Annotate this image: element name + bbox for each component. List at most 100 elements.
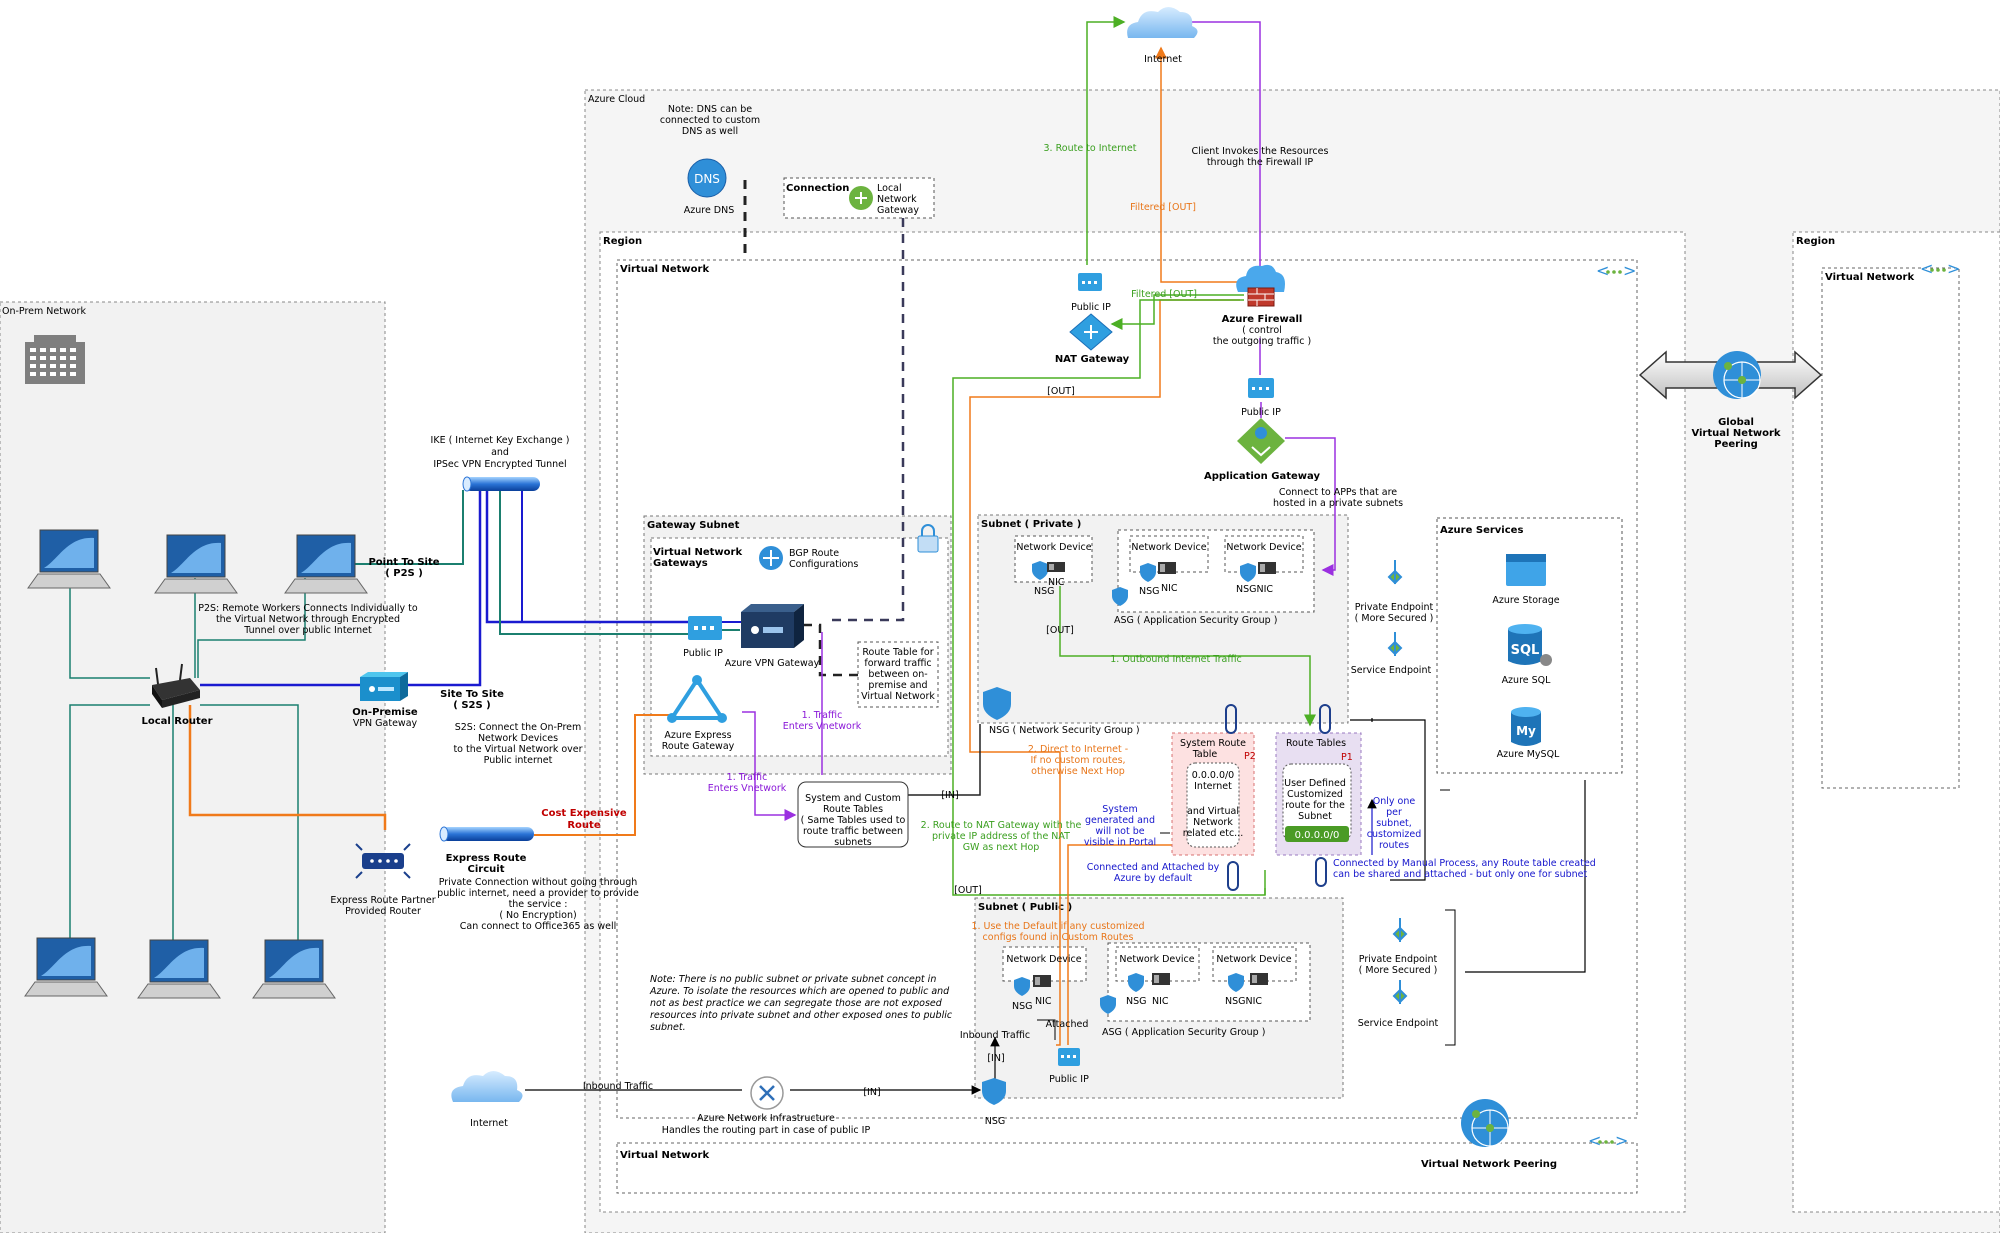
network-device-label: Network Device: [1131, 542, 1206, 553]
direct-internet-label: If no custom routes,: [1030, 755, 1125, 766]
nsg-label: NSG: [1012, 1001, 1033, 1012]
svg-text:>: >: [1615, 1131, 1628, 1150]
svg-text:<: <: [1596, 261, 1609, 280]
route-nat-label: GW as next Hop: [963, 842, 1040, 853]
public-note-line: Azure. To isolate the resources which ar…: [649, 986, 950, 997]
application-gateway: Application Gateway: [1204, 418, 1320, 482]
global-peering-label: Virtual Network: [1691, 428, 1780, 439]
link-icon: [1225, 704, 1237, 734]
nic-icon: [1250, 973, 1268, 985]
express-route-note: Private Connection without going through: [439, 877, 638, 888]
asg-label: ASG ( Application Security Group ): [1114, 615, 1277, 626]
filtered-out-label: Filtered [OUT]: [1131, 289, 1197, 300]
private-endpoint-label: Private Endpoint: [1355, 602, 1434, 613]
public-note: Note: There is no public subnet or priva…: [649, 974, 953, 1033]
router-icon: [152, 663, 200, 708]
cloud-icon: [1127, 7, 1198, 38]
ipsec-tunnel-pipe: [462, 476, 540, 492]
private-endpoint-label: ( More Secured ): [1359, 965, 1438, 976]
p2s-label: Point To Site: [368, 557, 439, 568]
appgw-note: hosted in a private subnets: [1273, 498, 1403, 509]
azure-dns: Note: DNS can be connected to custom DNS…: [660, 104, 760, 216]
application-gateway-label: Application Gateway: [1204, 471, 1320, 482]
nsg-label: NSG: [1126, 996, 1147, 1007]
storage-icon: [1506, 554, 1546, 586]
gw-public-ip-label: Public IP: [683, 648, 723, 659]
sql-icon-text: SQL: [1511, 643, 1540, 658]
vpn-gateway-icon: [360, 672, 408, 701]
system-custom-rt-text: Route Tables: [823, 804, 883, 815]
only-one-line: routes: [1379, 840, 1409, 851]
azure-dns-label: Azure DNS: [684, 205, 735, 216]
express-route-note: ( No Encryption): [499, 910, 576, 921]
firewall-icon: [1236, 264, 1285, 307]
private-endpoint-icon: [1387, 560, 1403, 585]
azure-vpn-gateway: Azure VPN Gateway: [725, 604, 820, 669]
vng-label-2: Gateways: [653, 558, 708, 569]
public-network-devices: Network Device Network Device Network De…: [1006, 954, 1291, 1038]
ipsec-label: and: [491, 447, 509, 458]
nic-label: NIC: [1161, 583, 1178, 594]
outbound-internet-label: 1. Outbound Internet Traffic: [1110, 654, 1242, 665]
laptop-icon: [252, 939, 336, 999]
cloud-icon: [451, 1071, 523, 1102]
global-peering-label: Peering: [1714, 439, 1758, 450]
subnet-private-label: Subnet ( Private ): [981, 519, 1081, 530]
network-device-label: Network Device: [1226, 542, 1301, 553]
p2s-note: Tunnel over public Internet: [243, 625, 372, 636]
route-nat-label: private IP address of the NAT: [932, 831, 1070, 842]
system-route-table: System Route Table P2 0.0.0.0/0 Internet…: [1171, 704, 1256, 891]
subnet-private-container: Subnet ( Private ): [977, 514, 1349, 724]
lng-line: Local: [877, 183, 902, 194]
dns-note-line: connected to custom: [660, 115, 760, 126]
nsg-shield-icon: [1228, 973, 1244, 992]
route-table-fwd-text: Route Table for: [862, 647, 933, 658]
udr-line: User Defined: [1284, 778, 1346, 789]
mysql-icon-text: My: [1516, 724, 1536, 738]
network-device-label: Network Device: [1006, 954, 1081, 965]
dns-icon-text: DNS: [694, 172, 720, 186]
express-route-gateway-label: Azure Express: [664, 730, 731, 741]
express-route-note: the service :: [509, 899, 568, 910]
p2s-label: ( P2S ): [385, 568, 423, 579]
azure-mysql-label: Azure MySQL: [1497, 749, 1560, 760]
vnet-icon: < >: [1920, 259, 1960, 278]
bgp-route: BGP Route Configurations: [759, 546, 858, 570]
local-router-label: Local Router: [141, 716, 212, 727]
link-icon: [1319, 704, 1331, 734]
service-endpoint-label: Service Endpoint: [1358, 1018, 1439, 1029]
public-ip-appgw: Public IP: [1241, 378, 1281, 418]
vnet-bottom-container: Virtual Network: [616, 1142, 1638, 1194]
express-route-gateway-icon: [667, 675, 727, 723]
in-label: [IN]: [863, 1087, 880, 1098]
inbound-traffic-edge-label: Inbound Traffic: [583, 1081, 653, 1092]
vnet-icon: < >: [1596, 261, 1636, 280]
udr-line: Subnet: [1298, 811, 1332, 822]
partner-router-icon: [355, 843, 411, 879]
gateway-subnet-label: Gateway Subnet: [647, 520, 740, 531]
connected-default-note: Connected and Attached by: [1087, 862, 1220, 873]
only-one-line: subnet,: [1376, 818, 1412, 829]
vnet-main-label: Virtual Network: [620, 264, 709, 275]
nsg-label: NSG: [1034, 586, 1055, 597]
partner-router-label: Provided Router: [345, 906, 421, 917]
out-label: [OUT]: [954, 885, 982, 896]
laptop-icon: [137, 939, 221, 999]
endpoint-group-lower: Private Endpoint ( More Secured ) Servic…: [1358, 918, 1439, 1029]
vnet-secondary-container: Virtual Network: [1821, 267, 1960, 789]
azure-net-infra: Azure Network Infrastructure Handles the…: [662, 1076, 870, 1136]
lng-line: Gateway: [877, 205, 919, 216]
s2s-label: ( S2S ): [453, 700, 490, 711]
private-network-devices: Network Device Network Device Network De…: [983, 542, 1302, 736]
firewall-label: the outgoing traffic ): [1213, 336, 1311, 347]
vnet-peering: Virtual Network Peering: [1421, 1099, 1557, 1170]
connected-manual-note: can be shared and attached - but only on…: [1333, 869, 1587, 880]
appgw-note: Connect to APPs that are: [1279, 487, 1397, 498]
svg-text:<: <: [1920, 259, 1933, 278]
bgp-label: BGP Route: [789, 548, 839, 559]
laptop-icon: [24, 937, 108, 997]
nsg-shield-icon: [1140, 563, 1156, 582]
nat-gateway-icon: [1069, 313, 1113, 351]
nic-label: NIC: [1035, 996, 1052, 1007]
nsg-private-shield-icon: [983, 687, 1011, 720]
